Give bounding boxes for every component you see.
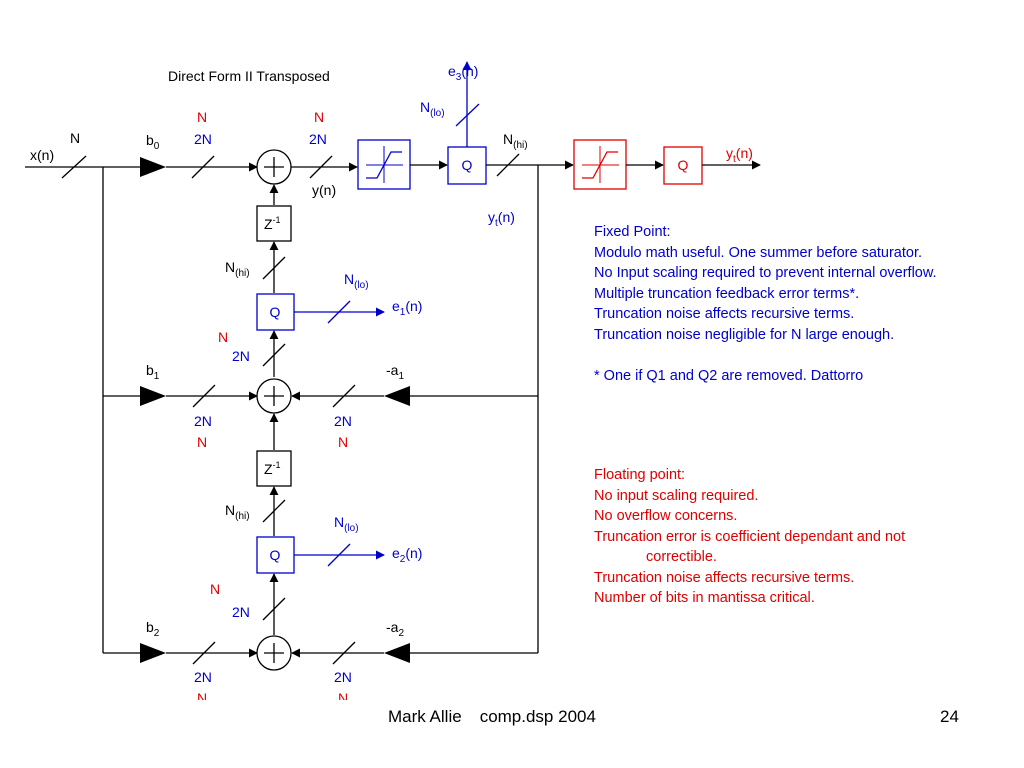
width-label-fixed-a1: 2N xyxy=(334,413,352,429)
width-label-fixed-sum0: 2N xyxy=(309,131,327,147)
width-label-q2-hi: N(hi) xyxy=(225,502,250,522)
width-label-fixed-b2: 2N xyxy=(194,669,212,685)
quantizer-float-label: Q xyxy=(678,157,689,173)
width-label-fixed-sum1-up: 2N xyxy=(232,348,250,364)
width-label-fixed-b0: 2N xyxy=(194,131,212,147)
floating-point-note-line: Number of bits in mantissa critical. xyxy=(594,590,815,606)
gain-a2-triangle xyxy=(384,643,410,663)
gain-b0-triangle xyxy=(140,157,166,177)
gain-b2-label: b2 xyxy=(146,619,160,639)
input-width-label: N xyxy=(70,130,80,146)
gain-b1-label: b1 xyxy=(146,362,160,382)
width-label-q1-hi: N(hi) xyxy=(225,259,250,279)
delay-z1 xyxy=(256,205,292,242)
quantizer-float xyxy=(663,146,703,185)
gain-b0-label: b0 xyxy=(146,132,160,152)
gain-b1-triangle xyxy=(140,386,166,406)
width-label-e1: N(lo) xyxy=(344,271,369,291)
floating-point-note-line: correctible. xyxy=(646,549,717,565)
quantizer-q2-label: Q xyxy=(270,547,281,563)
signal-flow-diagram: Direct Form II Transposed x(n) N b0 N 2N… xyxy=(25,61,761,700)
error-e2-label: e2(n) xyxy=(392,545,422,565)
error-e1-label: e1(n) xyxy=(392,298,422,318)
bus-slash-input xyxy=(61,155,87,179)
floating-point-note-line: No overflow concerns. xyxy=(594,508,738,524)
gain-b2-triangle xyxy=(140,643,166,663)
width-label-float-b1: N xyxy=(197,434,207,450)
diagram-title: Direct Form II Transposed xyxy=(168,68,330,84)
floating-point-note-line: Truncation noise affects recursive terms… xyxy=(594,569,855,586)
delay-z1-label: Z-1 xyxy=(264,215,281,232)
width-label-float-sum2-up: N xyxy=(210,581,220,597)
floating-point-note-line: No input scaling required. xyxy=(594,487,759,504)
floating-point-note-line: Floating point: xyxy=(594,467,686,483)
bus-slash-a1 xyxy=(332,384,356,408)
quantizer-q1 xyxy=(256,293,295,331)
bus-slash-b1 xyxy=(192,384,216,408)
slide-footer: Mark Allie comp.dsp 2004 xyxy=(388,707,614,727)
footer-author: Mark Allie xyxy=(388,707,462,726)
fixed-point-footnote: * One if Q1 and Q2 are removed. Dattorro xyxy=(594,367,864,384)
gain-a1-triangle xyxy=(384,386,410,406)
width-label-fixed-b1: 2N xyxy=(194,413,212,429)
width-label-float-b0: N xyxy=(197,109,207,125)
bus-slash-e2 xyxy=(327,543,351,567)
width-label-q3-hi: N(hi) xyxy=(503,131,528,151)
fixed-point-note-line: Truncation noise affects recursive terms… xyxy=(594,306,855,322)
width-label-fixed-sum2-up: 2N xyxy=(232,604,250,620)
bus-slash-q2-hi xyxy=(262,499,286,523)
bus-slash-q3 xyxy=(496,153,520,177)
width-label-fixed-a2: 2N xyxy=(334,669,352,685)
yt-mid-label: yt(n) xyxy=(488,209,515,229)
bus-slash-b0 xyxy=(191,155,215,179)
floating-point-notes: Floating point: No input scaling require… xyxy=(594,465,905,609)
fixed-point-note-line: Truncation noise negligible for N large … xyxy=(594,326,895,343)
fixed-point-note-line: Modulo math useful. One summer before sa… xyxy=(594,244,923,261)
error-e3-label: e3(n) xyxy=(448,63,478,83)
footer-source: comp.dsp 2004 xyxy=(479,707,596,726)
gain-a2-label: -a2 xyxy=(386,619,404,639)
bus-slash-q1-hi xyxy=(262,256,286,280)
bus-slash-e1 xyxy=(327,300,351,324)
saturator-fixed-curve xyxy=(366,151,402,179)
width-label-float-sum0: N xyxy=(314,109,324,125)
saturator-float-curve xyxy=(582,151,618,179)
bus-slash-sum2-up xyxy=(262,597,286,621)
quantizer-q3-label: Q xyxy=(462,157,473,173)
fixed-point-note-line: Fixed Point: xyxy=(594,224,671,240)
input-signal-label: x(n) xyxy=(30,147,54,163)
width-label-e3: N(lo) xyxy=(420,99,445,119)
width-label-float-sum1-up: N xyxy=(218,329,228,345)
gain-a1-label: -a1 xyxy=(386,362,404,382)
page-number: 24 xyxy=(940,707,959,726)
fixed-point-notes: Fixed Point: Modulo math useful. One sum… xyxy=(594,222,937,386)
fixed-point-note-spacer xyxy=(594,345,937,366)
bus-slash-sum0 xyxy=(309,155,333,179)
bus-slash-sum1-up xyxy=(262,343,286,367)
fixed-point-note-line: No Input scaling required to prevent int… xyxy=(594,265,937,281)
quantizer-q1-label: Q xyxy=(270,304,281,320)
width-label-float-a2: N xyxy=(338,690,348,700)
y-signal-label: y(n) xyxy=(312,182,336,198)
width-label-float-b2: N xyxy=(197,690,207,700)
delay-z2-label: Z-1 xyxy=(264,460,281,477)
yt-out-label: yt(n) xyxy=(726,145,753,165)
width-label-float-a1: N xyxy=(338,434,348,450)
bus-slash-a2 xyxy=(332,641,356,665)
quantizer-q2 xyxy=(256,536,295,574)
width-label-e2: N(lo) xyxy=(334,514,359,534)
quantizer-q3 xyxy=(447,146,487,185)
fixed-point-note-line: Multiple truncation feedback error terms… xyxy=(594,285,860,302)
floating-point-note-line: Truncation error is coefficient dependan… xyxy=(594,528,906,545)
bus-slash-e3 xyxy=(455,103,480,127)
bus-slash-b2 xyxy=(192,641,216,665)
delay-z2 xyxy=(256,450,292,487)
